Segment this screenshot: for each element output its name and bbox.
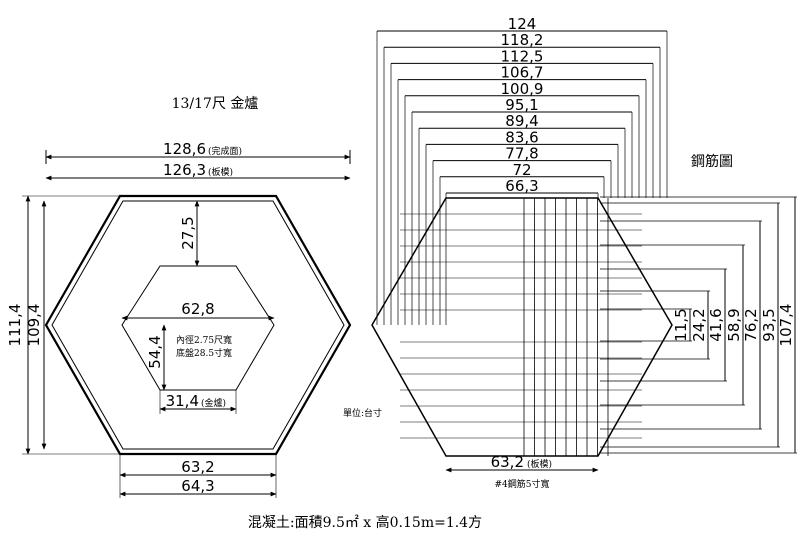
top-dim-label: 89,4 bbox=[505, 112, 538, 130]
right-title: 鋼筋圖 bbox=[691, 153, 733, 170]
right-rebar-view: 鋼筋圖 124 118,2 112,5 106,7 100,9 95,1 89,… bbox=[371, 15, 797, 490]
top-dimension-set: 124 118,2 112,5 106,7 100,9 95,1 89,4 83… bbox=[376, 15, 668, 325]
dim-inner-bottom-note: (金爐) bbox=[201, 397, 226, 409]
dim-offset: 27,5 bbox=[179, 216, 197, 249]
side-dimension-set: 11,5 24,2 41,6 58,9 76,2 93,5 107,4 bbox=[600, 196, 797, 454]
rebar-hexagon bbox=[371, 197, 673, 457]
dim-bottom-side-outer: 64,3 bbox=[181, 477, 214, 495]
dim-rebar-bottom-note: (板模) bbox=[527, 458, 552, 470]
top-dim-label: 100,9 bbox=[501, 80, 544, 98]
dim-inner-height: 109,4 bbox=[25, 304, 43, 347]
outer-hexagon bbox=[44, 194, 352, 456]
note-inner-diameter: 內徑2.75尺寬 bbox=[176, 334, 232, 346]
dim-rebar-bottom: 63,2 bbox=[491, 453, 524, 471]
top-dim-label: 95,1 bbox=[505, 96, 538, 114]
side-dim-label: 58,9 bbox=[725, 308, 743, 341]
dim-bottom-side: 63,2 bbox=[181, 458, 214, 476]
units-note: 單位:台寸 bbox=[343, 407, 382, 419]
top-dim-label: 66,3 bbox=[505, 177, 538, 195]
dim-inner-hex-height: 54,4 bbox=[146, 335, 164, 368]
dim-finish-width: 128,6 bbox=[163, 140, 206, 158]
rebar-horizontal-lines bbox=[400, 213, 642, 439]
rebar-note: #4鋼筋5寸寬 bbox=[495, 478, 550, 490]
left-title: 13/17尺 金爐 bbox=[172, 96, 259, 112]
side-dim-label: 41,6 bbox=[707, 308, 725, 341]
dim-inner-width: 62,8 bbox=[181, 300, 214, 318]
side-dim-label: 76,2 bbox=[742, 308, 760, 341]
top-dim-label: 83,6 bbox=[505, 128, 538, 146]
side-dim-label: 11,5 bbox=[672, 308, 690, 341]
rebar-vertical-lines bbox=[523, 198, 609, 456]
dim-inner-bottom: 31,4 bbox=[166, 392, 199, 410]
dim-outer-height: 111,4 bbox=[6, 304, 24, 347]
side-dim-label: 107,4 bbox=[777, 304, 795, 347]
top-dim-label: 112,5 bbox=[501, 47, 544, 65]
left-plan-view: 13/17尺 金爐 128,6 (完成面) 126,3 (板模) 111,4 1… bbox=[6, 96, 352, 498]
top-dim-label: 77,8 bbox=[505, 145, 538, 163]
dim-finish-note: (完成面) bbox=[208, 145, 242, 157]
top-dim-label: 118,2 bbox=[501, 31, 544, 49]
top-dim-label: 124 bbox=[508, 15, 537, 33]
dim-form-note: (板模) bbox=[208, 166, 233, 178]
top-dim-label: 72 bbox=[512, 161, 531, 179]
concrete-volume-note: 混凝土:面積9.5㎡ x 高0.15m=1.4方 bbox=[248, 514, 482, 531]
dim-form-width: 126,3 bbox=[163, 161, 206, 179]
note-base-width: 底盤28.5寸寬 bbox=[176, 347, 232, 359]
inner-hexagon bbox=[121, 265, 275, 391]
side-dim-label: 93,5 bbox=[760, 308, 778, 341]
outer-hexagon-inner-line bbox=[51, 200, 345, 450]
top-dim-label: 106,7 bbox=[501, 64, 544, 82]
side-dim-label: 24,2 bbox=[690, 308, 708, 341]
